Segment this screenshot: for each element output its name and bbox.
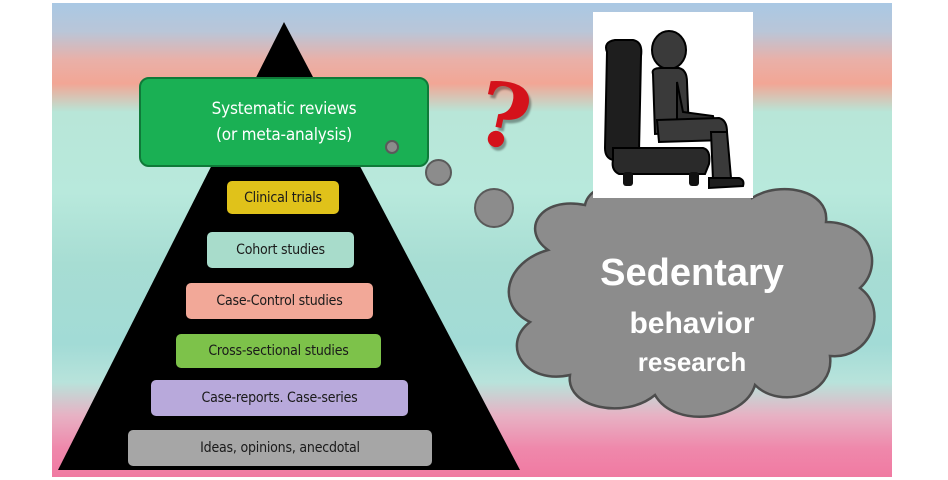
level-label: Case-Control studies [216,293,343,309]
level-label: Cohort studies [236,242,325,258]
cloud-title-sedentary: Sedentary [600,252,784,294]
level-ideas-opinions: Ideas, opinions, anecdotal [128,430,432,466]
meta-analysis-label: (or meta-analysis) [216,125,352,145]
cloud-shape [507,177,876,418]
level-label: Case-reports. Case-series [201,390,358,406]
level-label: Clinical trials [244,189,322,206]
thought-dot-medium [425,159,452,186]
level-cross-sectional-studies: Cross-sectional studies [176,334,381,368]
cloud-title-behavior: behavior [629,307,755,340]
level-label: Cross-sectional studies [208,343,349,359]
level-label: Ideas, opinions, anecdotal [200,440,360,456]
cloud-title-research: research [637,347,747,377]
thought-dot-large [474,188,514,228]
thought-dot-small [385,140,399,154]
level-case-reports: Case-reports. Case-series [151,380,408,416]
level-case-control-studies: Case-Control studies [186,283,373,319]
sitting-person-in-armchair-icon [603,30,745,190]
figure-panel [593,12,753,198]
level-clinical-trials: Clinical trials [227,181,339,214]
systematic-reviews-label: Systematic reviews [211,98,357,119]
systematic-reviews-box: Systematic reviews (or meta-analysis) [139,77,429,167]
level-cohort-studies: Cohort studies [207,232,354,268]
